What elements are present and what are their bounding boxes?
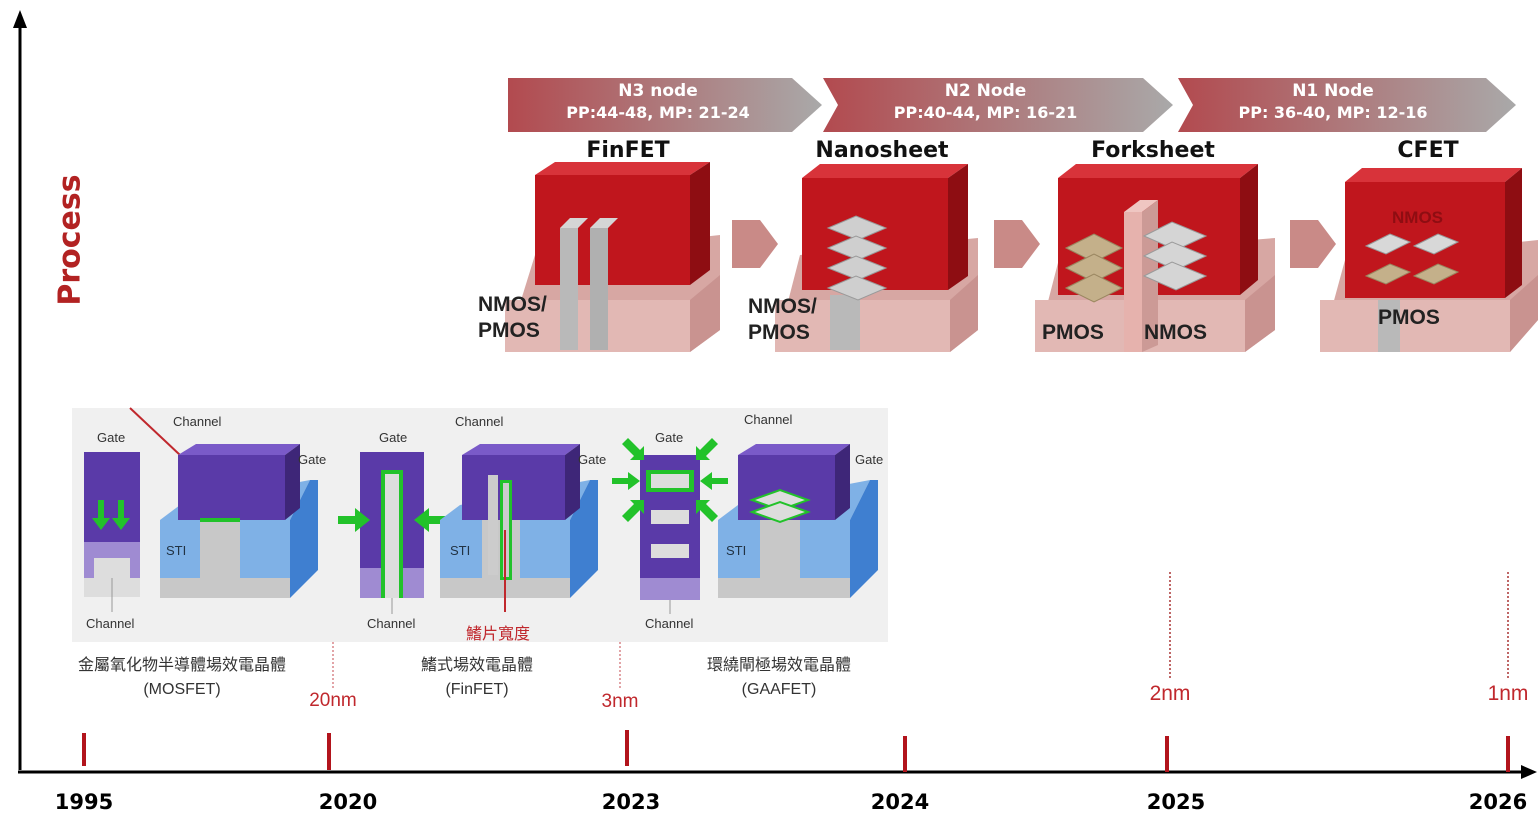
gaafet-caption: 環繞閘極場效電晶體(GAAFET) [706, 657, 852, 698]
finfet-channel-label-2d: Channel [367, 616, 416, 631]
node-marker-3nm: 3nm [601, 691, 639, 712]
finfet-channel-label-3d: Channel [455, 414, 504, 429]
mosfet-gate-label-2d: Gate [97, 430, 126, 445]
year-label: 2020 [318, 790, 378, 814]
device-illustrations [505, 162, 1538, 352]
gaafet-gate-label-2d: Gate [655, 430, 684, 445]
gaafet-sti-label: STI [726, 543, 747, 558]
forksheet-label-pmos: PMOS [1042, 321, 1104, 344]
node-marker-20nm: 20nm [309, 690, 357, 711]
arrow-icon [1290, 220, 1336, 268]
device-title-nanosheet: Nanosheet [815, 138, 949, 163]
node-marker-1nm: 1nm [1487, 682, 1529, 705]
node-chevrons [508, 78, 1516, 132]
year-label: 2023 [601, 790, 661, 814]
chevron-n3 [508, 78, 822, 132]
cfet-label-nmos: NMOS [1392, 208, 1443, 227]
finfet-sti-label: STI [450, 543, 471, 558]
finfet-gate-label-2d: Gate [379, 430, 408, 445]
cfet-label-pmos: PMOS [1378, 306, 1440, 329]
nanosheet-label: NMOS/PMOS [748, 295, 817, 344]
arrow-icon [732, 220, 778, 268]
finfet-gate-label-3d: Gate [578, 452, 607, 467]
mosfet-gate-label-3d: Gate [298, 452, 327, 467]
gaafet-channel-label-3d: Channel [744, 412, 793, 427]
device-title-forksheet: Forksheet [1091, 138, 1215, 163]
gaafet-illustration [612, 438, 878, 614]
nanosheet-illustration [775, 164, 978, 352]
gaafet-gate-label-3d: Gate [855, 452, 884, 467]
node-marker-2nm: 2nm [1149, 682, 1191, 705]
year-label: 2026 [1468, 790, 1528, 814]
mosfet-sti-label: STI [166, 543, 187, 558]
year-label: 2025 [1146, 790, 1206, 814]
x-axis-arrow-icon [1521, 765, 1537, 779]
year-label: 1995 [54, 790, 114, 814]
forksheet-illustration [1035, 164, 1275, 352]
gaafet-channel-label-2d: Channel [645, 616, 694, 631]
chevron-n1 [1178, 78, 1516, 132]
mosfet-channel-label-3d: Channel [173, 414, 222, 429]
fin-width-annotation: 鰭片寬度 [466, 626, 531, 643]
finfet-caption: 鰭式場效電晶體(FinFET) [420, 657, 534, 698]
finfet-illustration [505, 162, 720, 352]
cfet-illustration [1320, 168, 1538, 352]
finfet-label: NMOS/PMOS [478, 293, 547, 342]
finfet-panel-illustration [338, 444, 598, 614]
transistor-illustrations [84, 407, 878, 614]
mosfet-channel-label-2d: Channel [86, 616, 135, 631]
device-title-cfet: CFET [1397, 138, 1459, 163]
mosfet-caption: 金屬氧化物半導體場效電晶體(MOSFET) [77, 657, 287, 698]
mosfet-illustration [84, 407, 318, 612]
y-axis-arrow-icon [13, 10, 27, 28]
device-title-finfet: FinFET [586, 138, 670, 163]
arrow-icon [994, 220, 1040, 268]
year-label: 2024 [870, 790, 930, 814]
forksheet-label-nmos: NMOS [1144, 321, 1207, 344]
chevron-n2 [823, 78, 1173, 132]
